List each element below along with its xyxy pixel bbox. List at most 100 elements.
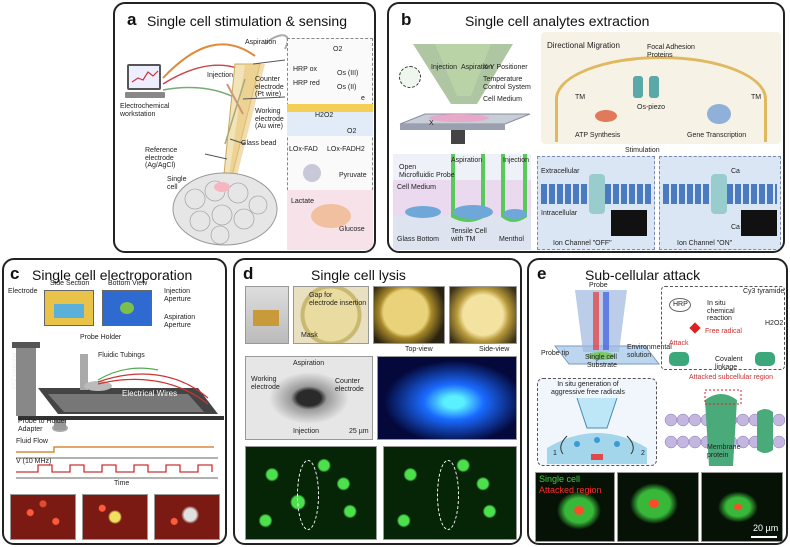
in-situ-reaction-label: In situ chemical reaction: [707, 300, 735, 323]
covalent-label: Covalent linkage: [715, 356, 743, 371]
ca-top-label: Ca: [731, 168, 740, 175]
tm-right-label: TM: [751, 94, 762, 101]
in-situ-drawing: [547, 398, 647, 464]
side-section-label: Side Section: [50, 280, 90, 287]
membrane-protein-label: Membrane protein: [707, 444, 741, 459]
intracellular-label: Intracellular: [541, 210, 578, 217]
workstation-label: Electrochemical workstation: [120, 103, 170, 118]
protein-blob-1: [669, 352, 689, 366]
path-one-label: 1: [553, 450, 557, 457]
hrp-red-label: HRP red: [293, 80, 320, 87]
top-view-photo: [373, 286, 445, 344]
pyruvate-label: Pyruvate: [339, 172, 367, 179]
injection-label: Injection: [207, 72, 234, 79]
panel-c-title: Single cell electroporation: [32, 267, 193, 283]
injection-label-b: Injection: [503, 157, 530, 164]
aspiration-label: Aspiration: [245, 39, 277, 46]
working-electrode-label: Working electrode (Au wire): [255, 108, 284, 131]
attack-label: Attack: [669, 340, 689, 347]
injection-small-label: Injection: [431, 64, 458, 71]
lysis-before-ellipse: [297, 460, 319, 530]
focal-adhesion-label: Focal Adhesion Proteins: [647, 44, 695, 59]
glass-bottom-band: [393, 216, 531, 250]
cell-medium-label-top: Cell Medium: [483, 96, 522, 103]
mitochondria: [595, 110, 617, 122]
single-cell-label: Single cell: [167, 176, 187, 191]
cell-membrane-arc: [555, 56, 767, 142]
cell-drawing: [311, 204, 351, 228]
device-chip: [253, 310, 279, 326]
glass-bottom-label: Glass Bottom: [397, 236, 440, 243]
injection-label-d: Injection: [293, 428, 320, 435]
panel-c: c Single cell electroporation Electrode …: [2, 258, 227, 545]
substrate-label: Substrate: [587, 362, 617, 369]
extracellular-label: Extracellular: [541, 168, 580, 175]
panel-d-title: Single cell lysis: [311, 267, 406, 283]
scale-bar-e: 20 µm: [753, 523, 779, 533]
fluidic-tubings-label: Fluidic Tubings: [98, 352, 145, 359]
hrp-blob: [669, 298, 691, 312]
timing-diagram: [16, 446, 218, 479]
o2-mid-label: O2: [347, 128, 357, 135]
inset-blue-band: [287, 112, 373, 136]
os3-label: Os (III): [337, 70, 359, 77]
in-situ-label: In situ generation of aggressive free ra…: [551, 381, 625, 396]
workstation-monitor: [127, 64, 161, 90]
legend-single-cell: Single cell: [539, 474, 581, 484]
panel-e: e Sub-cellular attack Probe Probe tip Si…: [527, 258, 788, 545]
directional-migration-label: Directional Migration: [547, 41, 620, 50]
scale-bar-d: 25 µm: [349, 428, 369, 435]
well-plate-render: [377, 356, 517, 440]
scale-bar-line: [751, 536, 777, 538]
dark-inset-off: [611, 210, 647, 236]
tensile-cell-label: Tensile Cell with TM: [451, 228, 487, 243]
probe-channels: [405, 154, 527, 222]
nucleus: [707, 104, 731, 124]
electron-label: e: [361, 95, 365, 102]
protein-blob-2: [755, 352, 775, 366]
lox-fadh2-label: LOx-FADH2: [327, 146, 365, 153]
temp-control-label: Temperature Control System: [483, 76, 531, 91]
panel-b-letter: b: [401, 10, 412, 29]
lactate-label: Lactate: [291, 198, 314, 205]
cy3-label: Cy3 tyramide: [743, 288, 785, 295]
o2-top-label: O2: [333, 46, 343, 53]
glass-bead-label: Glass bead: [241, 140, 277, 147]
environmental-label: Environmental solution: [627, 344, 672, 359]
attacked-subcellular-label: Attacked subcellular region: [689, 374, 774, 381]
reaction-scheme: [661, 286, 785, 370]
channel-on-protein: [711, 174, 727, 214]
hrp-label-e: HRP: [673, 301, 688, 308]
aspiration-small-label: Aspiration: [461, 64, 493, 71]
panel-a: a Single cell stimulation & sensing Elec…: [113, 2, 376, 253]
x-axis-label: X: [429, 120, 434, 127]
panel-d-letter: d: [243, 264, 254, 283]
tm-left-label: TM: [575, 94, 586, 101]
inset-electrode-band: [287, 104, 373, 112]
attack-micrograph-2: [617, 472, 699, 542]
channel-protein-2: [649, 76, 659, 98]
os2-label: Os (II): [337, 84, 357, 91]
h2o2-label: H2O2: [315, 112, 334, 119]
free-radical-label: Free radical: [705, 328, 742, 335]
lox-fad-label: LOx-FAD: [289, 146, 318, 153]
electroporation-micrograph-2: [82, 494, 148, 540]
legend-attacked-region: Attacked region: [539, 485, 602, 495]
ion-channel-on-label: Ion Channel "ON": [677, 240, 733, 247]
enzyme-blob: [303, 164, 321, 182]
path-two-label: 2: [641, 450, 645, 457]
electrode-label: Electrode: [8, 288, 38, 295]
glucose-label: Glucose: [339, 226, 365, 233]
attack-micrograph-1: [535, 472, 615, 542]
ion-channel-off-label: Ion Channel "OFF": [553, 240, 612, 247]
reference-electrode-label: Reference electrode (Ag/AgCl): [145, 147, 178, 170]
cell-medium-label: Cell Medium: [397, 184, 436, 191]
gap-label: Gap for electrode insertion: [309, 292, 367, 307]
os-piezo-label: Os-piezo: [637, 104, 666, 111]
atp-synthesis-label: ATP Synthesis: [575, 132, 621, 139]
probe-holder-label: Probe Holder: [80, 334, 122, 341]
cell-cluster: [172, 172, 278, 246]
panel-b: b Single cell analytes extraction Inject…: [387, 2, 785, 253]
counter-electrode-label-d: Counter electrode: [335, 378, 364, 393]
microscope-view: [293, 286, 369, 344]
